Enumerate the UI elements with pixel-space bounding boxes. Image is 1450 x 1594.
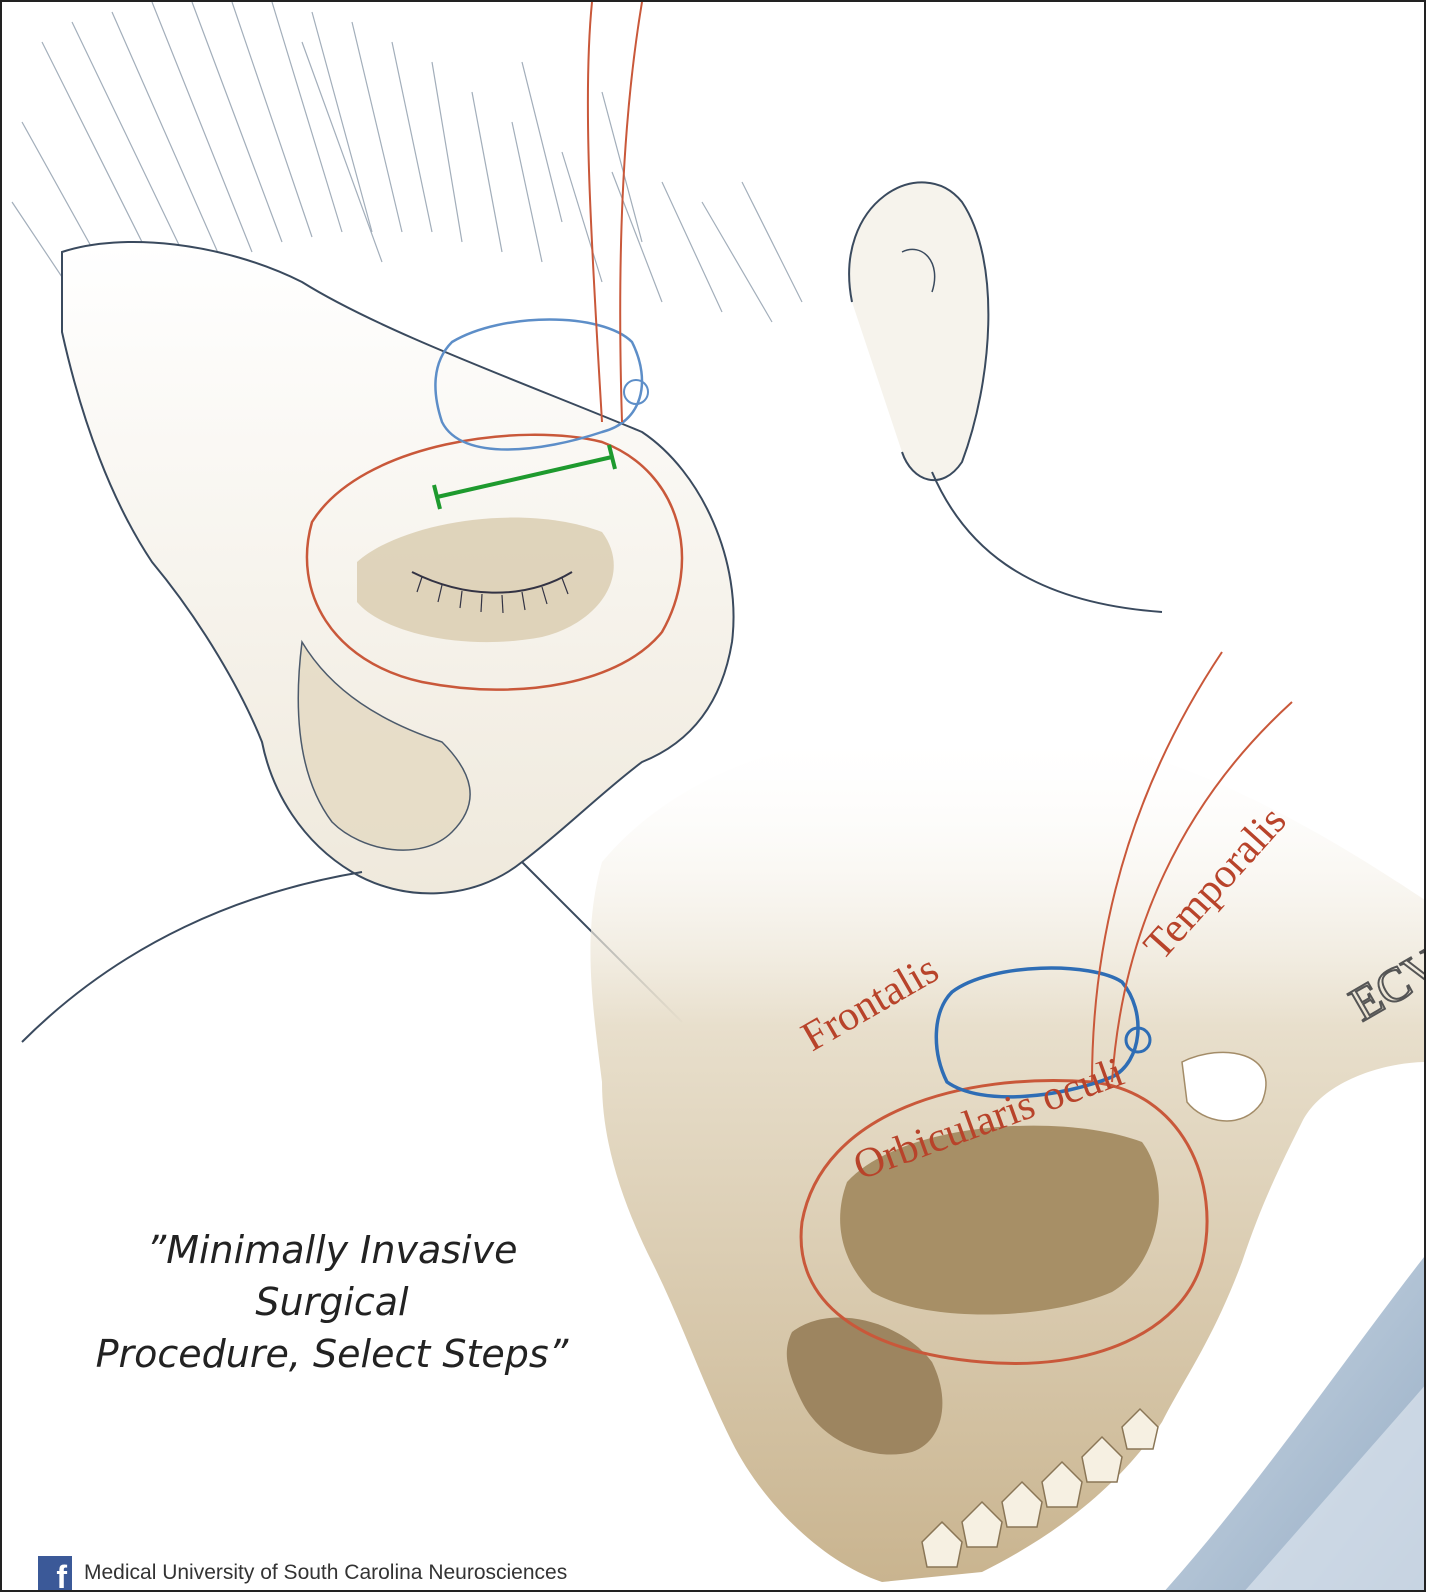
ear	[849, 182, 988, 480]
caption-line-2: Procedure, Select Steps”	[72, 1328, 592, 1380]
caption-line-1: ”Minimally Invasive Surgical	[72, 1224, 592, 1328]
facebook-icon[interactable]: f	[38, 1556, 72, 1590]
poster-caption: ”Minimally Invasive Surgical Procedure, …	[72, 1224, 592, 1380]
footer: f Medical University of South Carolina N…	[38, 1556, 567, 1590]
footer-text: Medical University of South Carolina Neu…	[84, 1561, 567, 1585]
